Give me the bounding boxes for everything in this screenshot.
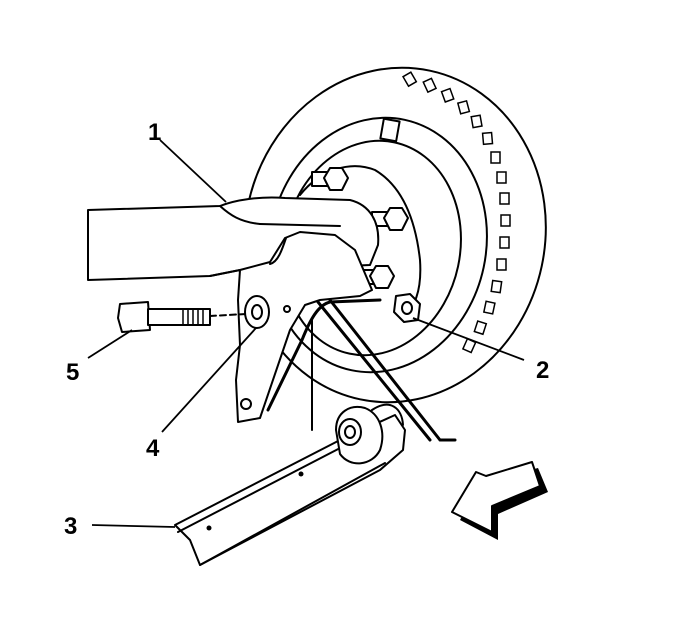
brake-rotor [243,66,547,404]
callout-2: 2 [536,357,549,384]
wheel-stud-lower [361,265,395,289]
wheel-stud-top [311,167,349,191]
callout-3: 3 [64,513,77,540]
bolt [117,301,247,333]
rear-crossmember [174,403,406,566]
callout-4: 4 [146,435,160,462]
brake-line [316,298,457,442]
arrow-left-down-icon [451,461,548,540]
washer [244,295,270,329]
leader-lines [87,139,525,528]
rotor-vent-slots [402,71,511,354]
wheel-hub [299,165,422,319]
arm-bushing [335,406,384,465]
wheel-stud-middle [371,207,409,231]
callout-1: 1 [148,119,161,146]
callout-5: 5 [66,359,79,386]
